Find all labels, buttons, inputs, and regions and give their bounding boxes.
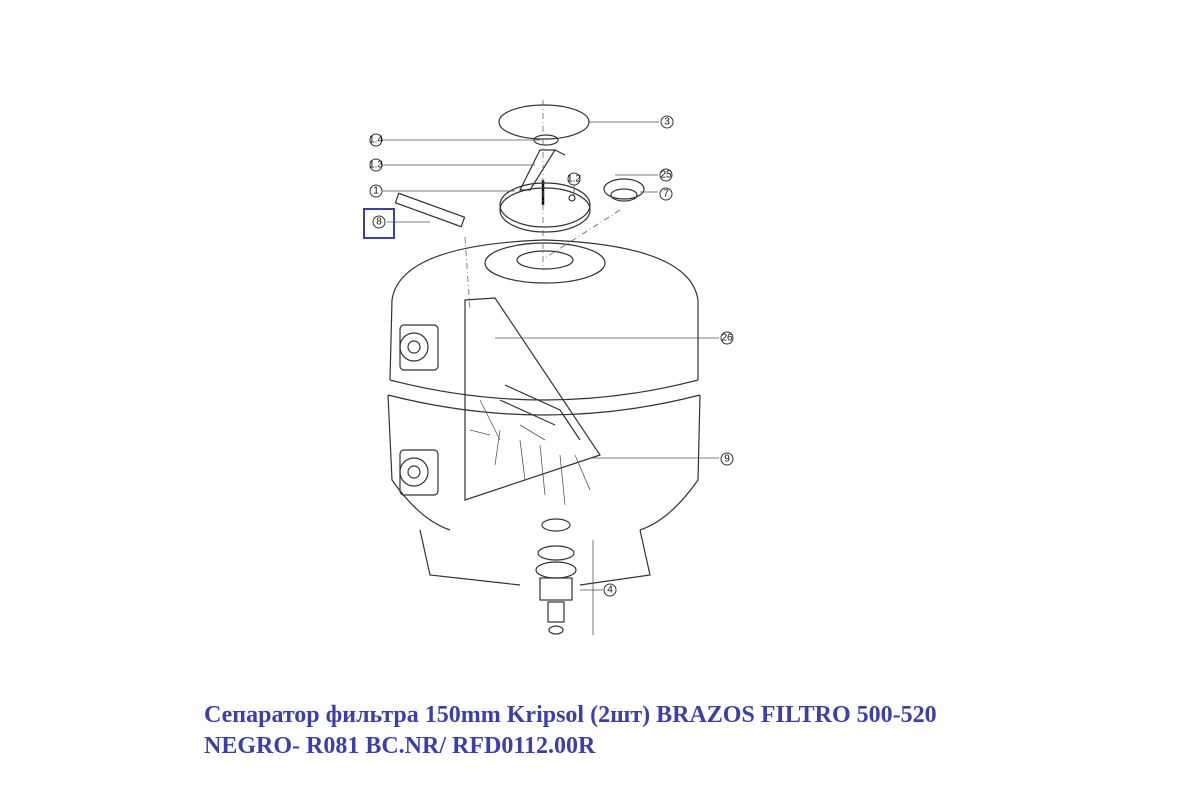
highlighted-part-8-box — [363, 208, 395, 239]
callout-3: 3 — [660, 115, 674, 129]
lid-assembly — [394, 104, 645, 233]
svg-text:25: 25 — [660, 170, 672, 181]
svg-text:4: 4 — [607, 585, 613, 596]
callout-8: 8 — [372, 215, 386, 229]
assembly-axis-lines — [464, 100, 621, 311]
callout-1-4: 1.4 — [369, 133, 383, 147]
callout-7: 7 — [659, 187, 673, 201]
svg-text:1.2: 1.2 — [567, 174, 581, 185]
callout-1: 1 — [369, 184, 383, 198]
bottom-drain-assembly — [535, 518, 594, 635]
caption-line-2: NEGRO- R081 BC.NR/ RFD0112.00R — [204, 733, 596, 759]
svg-text:9: 9 — [724, 454, 730, 465]
callout-9: 9 — [720, 452, 734, 466]
svg-text:26: 26 — [721, 333, 733, 344]
filter-exploded-diagram: 3 1.4 1.3 1 1.2 25 7 8 26 9 4 — [369, 100, 734, 635]
leader-lines — [382, 121, 719, 591]
callout-25: 25 — [659, 168, 673, 182]
caption-line-1: Сепаратор фильтра 150mm Kripsol (2шт) BR… — [204, 702, 937, 728]
callout-26: 26 — [720, 331, 734, 345]
svg-text:8: 8 — [376, 217, 382, 228]
callout-4: 4 — [603, 583, 617, 597]
tank-body — [387, 239, 701, 586]
product-caption: Сепаратор фильтра 150mm Kripsol (2шт) BR… — [204, 700, 1024, 762]
svg-text:3: 3 — [664, 117, 670, 128]
svg-text:7: 7 — [663, 189, 669, 200]
callout-1-2: 1.2 — [567, 172, 581, 186]
svg-text:1.4: 1.4 — [369, 135, 383, 146]
callout-1-3: 1.3 — [369, 158, 383, 172]
svg-text:1: 1 — [373, 186, 379, 197]
svg-text:1.3: 1.3 — [369, 160, 383, 171]
